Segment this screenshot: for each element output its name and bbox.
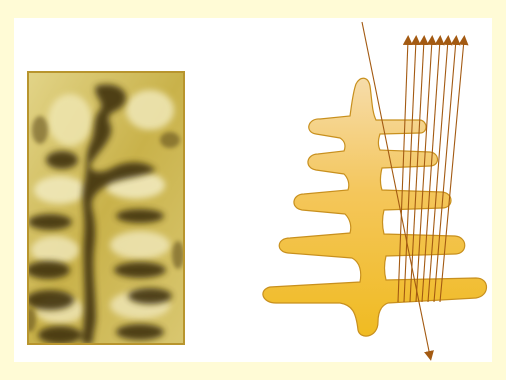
micrograph-photo — [24, 72, 184, 344]
ridge-scale-diagram — [263, 78, 487, 336]
incoming-light-rays — [398, 40, 464, 302]
